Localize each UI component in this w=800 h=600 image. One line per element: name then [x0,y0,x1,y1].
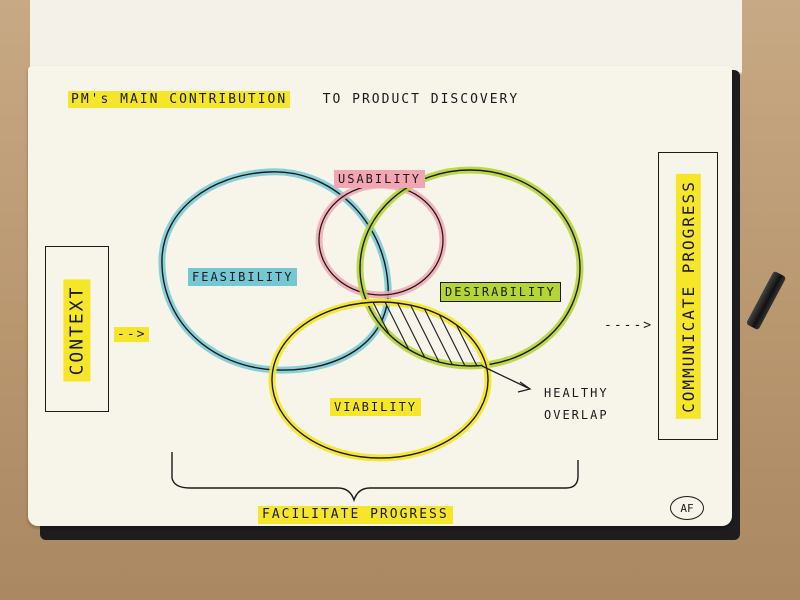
page-title: PM's MAIN CONTRIBUTION TO PRODUCT DISCOV… [68,91,522,108]
communicate-box [658,152,718,440]
author-initials: AF [670,496,704,520]
title-highlight: PM's MAIN CONTRIBUTION [68,91,291,108]
context-label-wrapper: CONTEXT [52,256,102,404]
communicate-arrow: ----> [604,318,654,333]
facilitate-label: FACILITATE PROGRESS [258,506,453,524]
desirability-label: DESIRABILITY [440,282,561,302]
context-label: CONTEXT [63,279,91,381]
communicate-label: COMMUNICATE PROGRESS [675,173,701,419]
usability-label: USABILITY [334,170,426,188]
context-arrow: --> [114,327,150,342]
feasibility-label: FEASIBILITY [188,268,298,286]
usability-circle [315,181,447,299]
viability-label: VIABILITY [330,398,422,416]
facilitate-brace [171,452,579,503]
context-box [45,246,109,412]
communicate-label-wrapper: COMMUNICATE PROGRESS [664,160,712,432]
title-rest: TO PRODUCT DISCOVERY [322,92,520,107]
overlap-label: OVERLAP [544,408,609,422]
overlap-pointer-arrow [481,365,532,393]
viability-circle [268,298,492,462]
healthy-label: HEALTHY [544,386,609,400]
desirability-circle [356,166,584,370]
